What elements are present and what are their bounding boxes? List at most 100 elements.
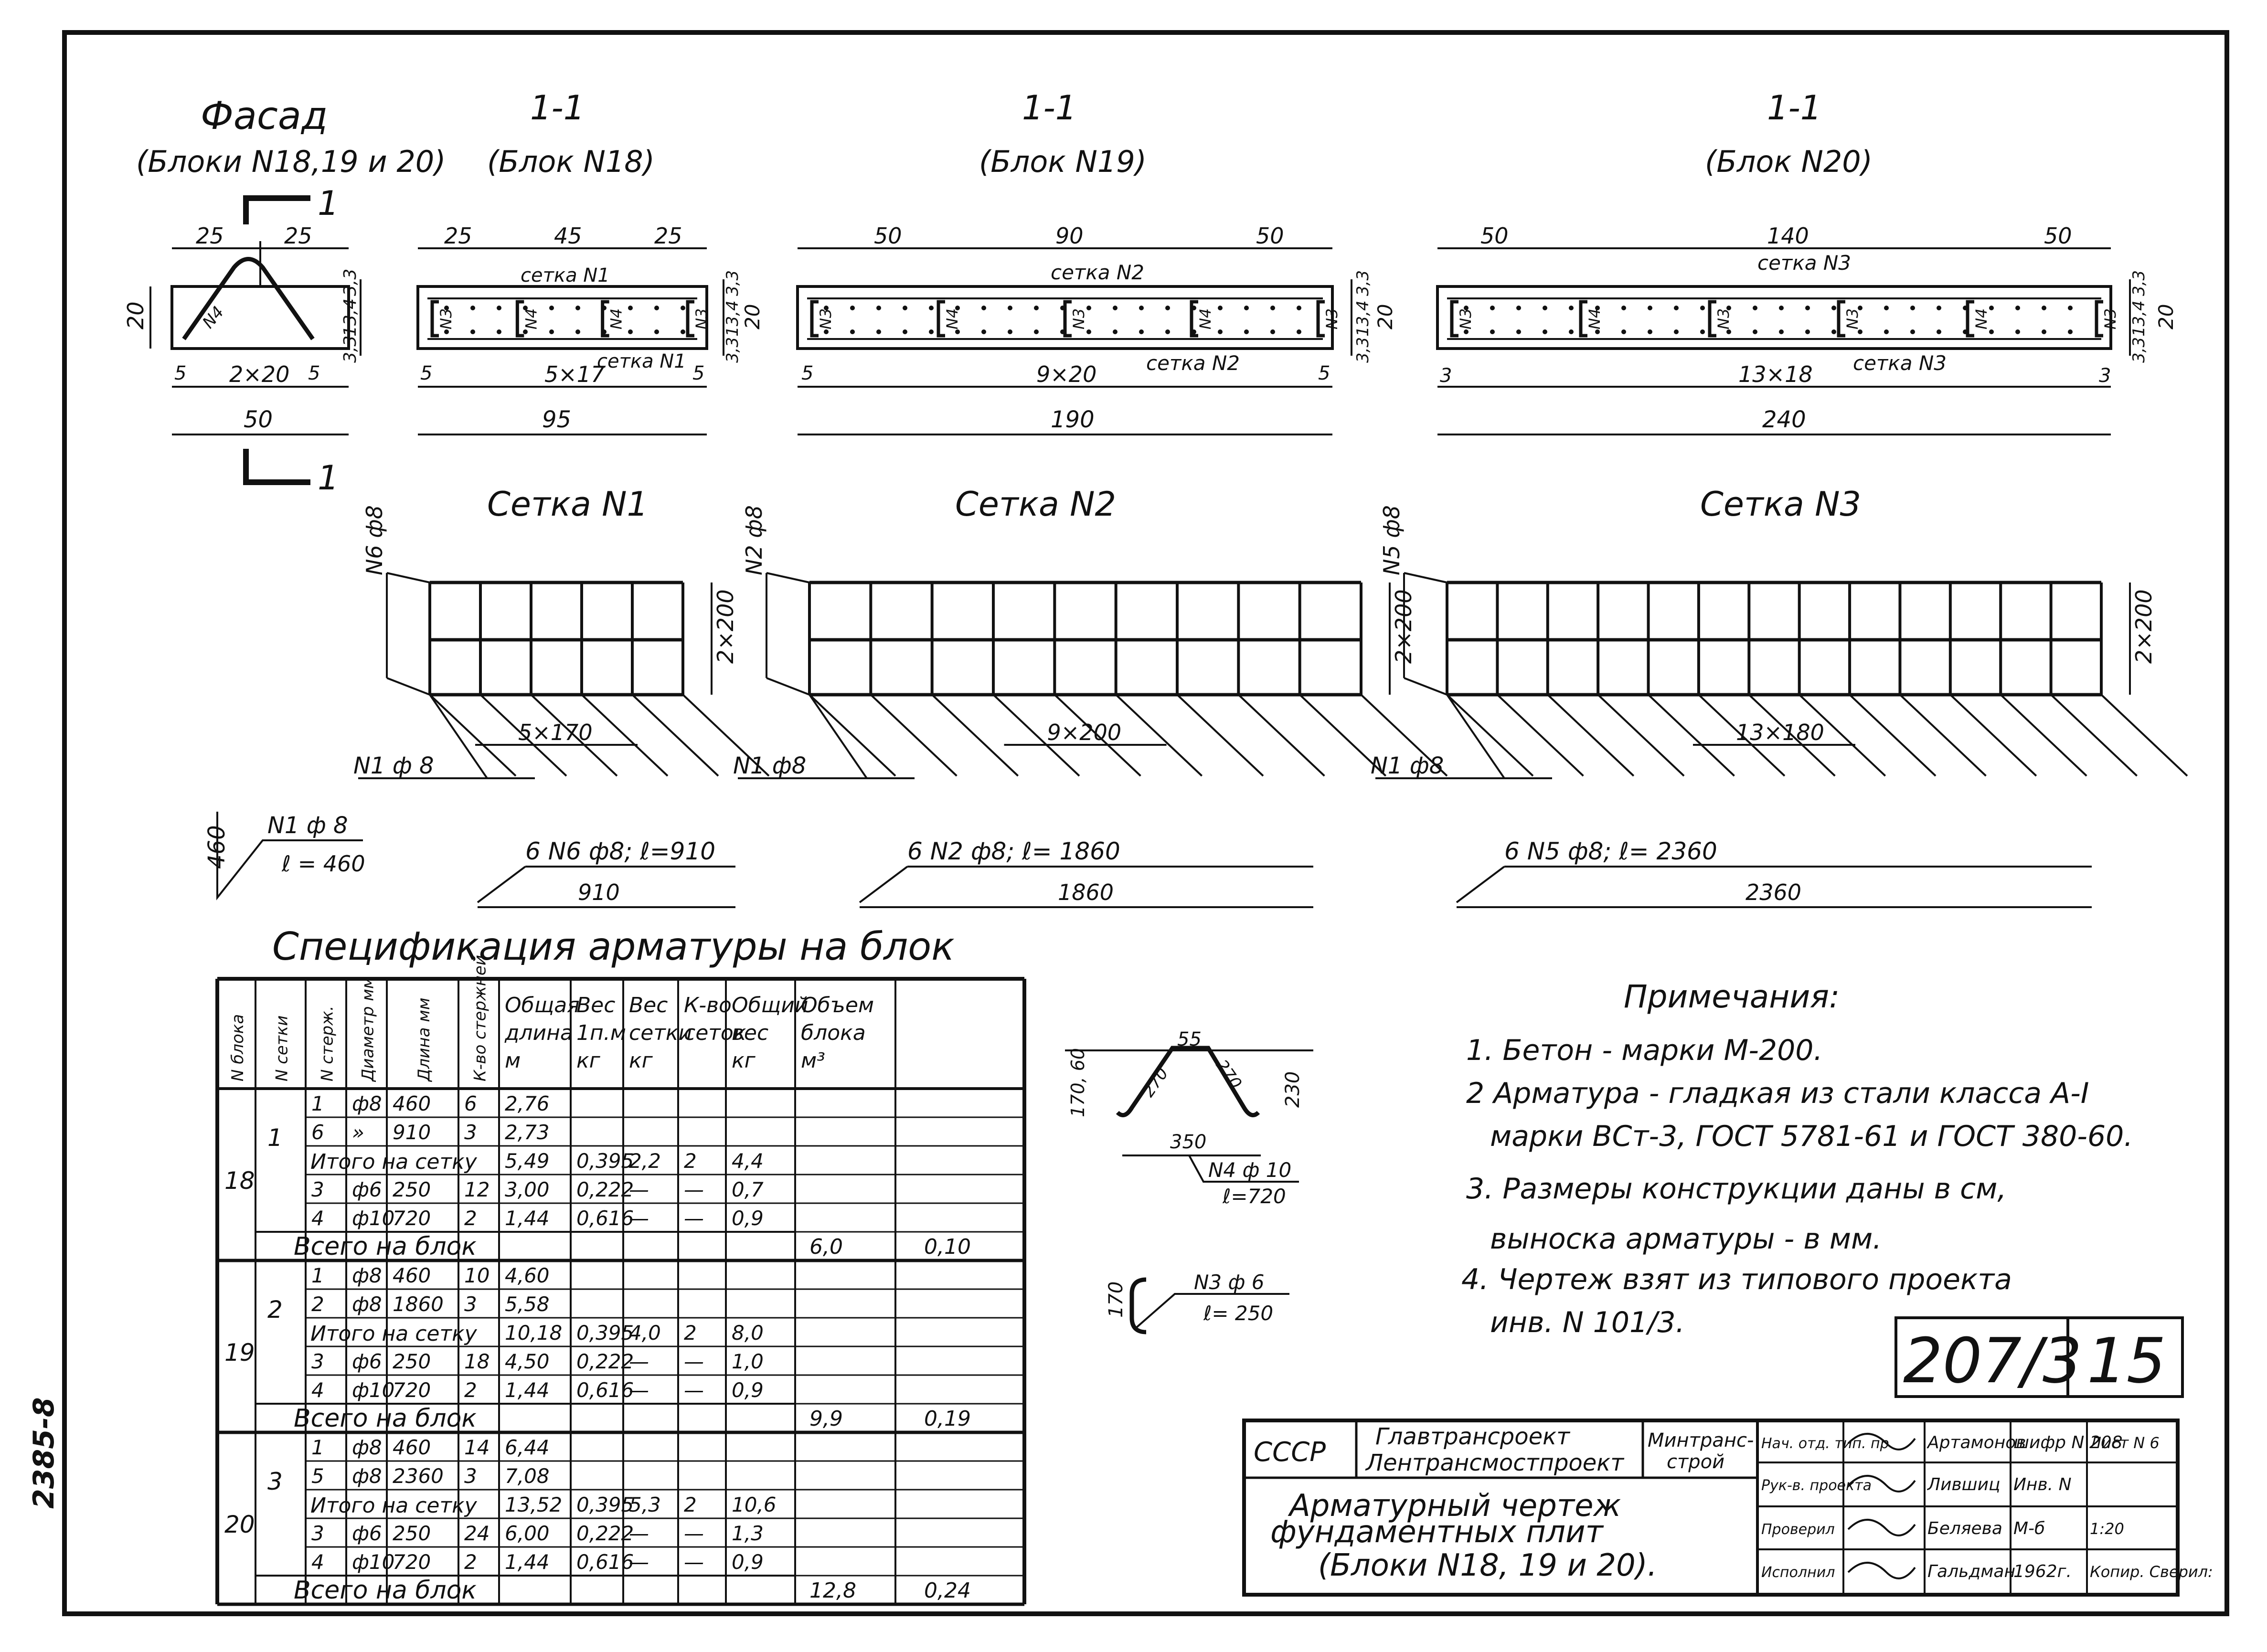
spec-cell: —	[629, 1550, 649, 1574]
rebar-dot	[876, 306, 881, 310]
stirrup-bar	[1966, 300, 1974, 338]
rebar-dot	[654, 329, 659, 334]
tb-name: Артамонов	[1926, 1433, 2026, 1452]
spec-cell: 0,222	[576, 1178, 634, 1201]
spec-header: К-во	[684, 993, 732, 1017]
spec-cell: 0,616	[576, 1378, 634, 1402]
mesh-callout-len: 910	[578, 879, 620, 905]
spec-cell: ф10	[352, 1378, 394, 1402]
spec-cell: 1,3	[732, 1522, 764, 1545]
rebar-dot	[955, 306, 960, 310]
rebar-dot	[1543, 306, 1547, 310]
spec-cell: —	[684, 1207, 704, 1230]
rebar-dot	[981, 306, 986, 310]
note-line: 2 Арматура - гладкая из стали класса А-I	[1466, 1077, 2089, 1110]
spec-cell: —	[629, 1350, 649, 1373]
spec-cell: 0,616	[576, 1550, 634, 1574]
bar-n3-h: 170	[1105, 1281, 1127, 1318]
signature	[1847, 1475, 1916, 1493]
mesh-oblique	[1404, 677, 1447, 696]
spec-cell: ф6	[352, 1350, 382, 1373]
spec-cell: —	[684, 1178, 704, 1201]
rebar-dot	[1218, 306, 1223, 310]
drawing-stamp: 207/3 15	[1894, 1316, 2184, 1398]
mesh-height-dim: 2×200	[2131, 589, 2157, 664]
s19-dim-total: 190	[1051, 406, 1095, 433]
spec-total-volume: 0,19	[924, 1407, 971, 1431]
facade-title: Фасад	[201, 94, 328, 138]
spec-header: N стерж.	[318, 1006, 337, 1081]
mesh-callout-top: 6 N6 ф8; ℓ=910	[525, 837, 715, 865]
rebar-dot	[1726, 306, 1731, 310]
s20-dim-mid: 13×18	[1738, 361, 1813, 387]
spec-cell: 3	[311, 1522, 324, 1545]
spec-cell: 10,18	[505, 1321, 562, 1345]
spec-cell: 460	[393, 1436, 431, 1459]
s19-dim-r3: 3,3	[1353, 337, 1373, 363]
mesh-projection	[2050, 694, 2138, 777]
spec-cell: 2,73	[505, 1121, 550, 1144]
s20-dim-r1: 3,3	[2129, 270, 2149, 296]
mesh-projection	[1497, 694, 1584, 777]
rebar-dot	[2042, 329, 2046, 334]
s20-title: 1-1	[1767, 88, 1821, 127]
mesh-short-bar-label: N1 ф 8	[353, 752, 434, 779]
rebar-dot	[1753, 306, 1757, 310]
rebar-dot	[1008, 306, 1012, 310]
rebar-dot	[1060, 329, 1065, 334]
rebar-dot	[1270, 329, 1275, 334]
rebar-dot	[497, 329, 501, 334]
rebar-dot	[523, 306, 528, 310]
s19-title: 1-1	[1022, 88, 1076, 127]
mesh-short-bar-label: N1 ф8	[1371, 752, 1444, 779]
spec-cell: 2,76	[505, 1092, 550, 1115]
spec-cell: 0,222	[576, 1522, 634, 1545]
rebar-dot	[1086, 306, 1091, 310]
mesh-projection	[1547, 694, 1635, 777]
mesh-oblique	[1404, 572, 1447, 583]
rebar-dot	[1244, 306, 1249, 310]
spec-cell: 1,44	[505, 1378, 550, 1402]
spec-cell: 4	[311, 1550, 324, 1574]
rebar-dot	[1139, 329, 1144, 334]
mesh-pitch-dim: 9×200	[1047, 720, 1122, 745]
stirrup-label: N3	[437, 308, 455, 329]
short-bar-callout: 460 N1 ф 8 ℓ = 460	[203, 812, 365, 900]
cut-mark-bottom	[243, 449, 310, 485]
spec-header: Диаметр мм	[359, 976, 378, 1082]
mesh-projection	[1849, 694, 1937, 777]
spec-cell: 720	[393, 1207, 431, 1230]
rebar-dot	[929, 306, 934, 310]
spec-cell: 6,00	[505, 1522, 550, 1545]
spec-cell: 0,9	[732, 1378, 764, 1402]
spec-cell: 2	[684, 1493, 697, 1516]
bar-n3-label: N3 ф 6	[1194, 1271, 1264, 1294]
mesh-projection	[1299, 694, 1387, 777]
stirrup-label: N3	[817, 308, 835, 329]
notes-title: Примечания:	[1624, 978, 1840, 1015]
rebar-dot	[903, 329, 907, 334]
spec-cell: 0,395	[576, 1321, 634, 1345]
cut-mark-top	[243, 195, 310, 224]
rebar-dot	[824, 329, 829, 334]
spec-block-number: 20	[224, 1511, 255, 1538]
mesh-projection	[631, 694, 719, 777]
s20-dim-e2: 3	[2099, 365, 2111, 387]
rebar-dot	[1779, 306, 1784, 310]
rebar-dot	[1726, 329, 1731, 334]
spec-header: Общая	[505, 993, 580, 1017]
tb-extra: Копир. Сверил:	[2090, 1563, 2213, 1581]
s19-dim-b: 90	[1055, 223, 1084, 249]
spec-cell: 0,222	[576, 1350, 634, 1373]
rebar-dot	[1963, 306, 1968, 310]
spec-cell: 2360	[393, 1464, 444, 1488]
rebar-dot	[1595, 306, 1600, 310]
spec-cell: 12	[464, 1178, 490, 1201]
rebar-dot	[1989, 306, 1994, 310]
spec-cell: 250	[393, 1178, 431, 1201]
spec-cell: 0,616	[576, 1207, 634, 1230]
s18-dim-c: 25	[654, 223, 682, 249]
stirrup-label: N3	[1323, 308, 1341, 329]
